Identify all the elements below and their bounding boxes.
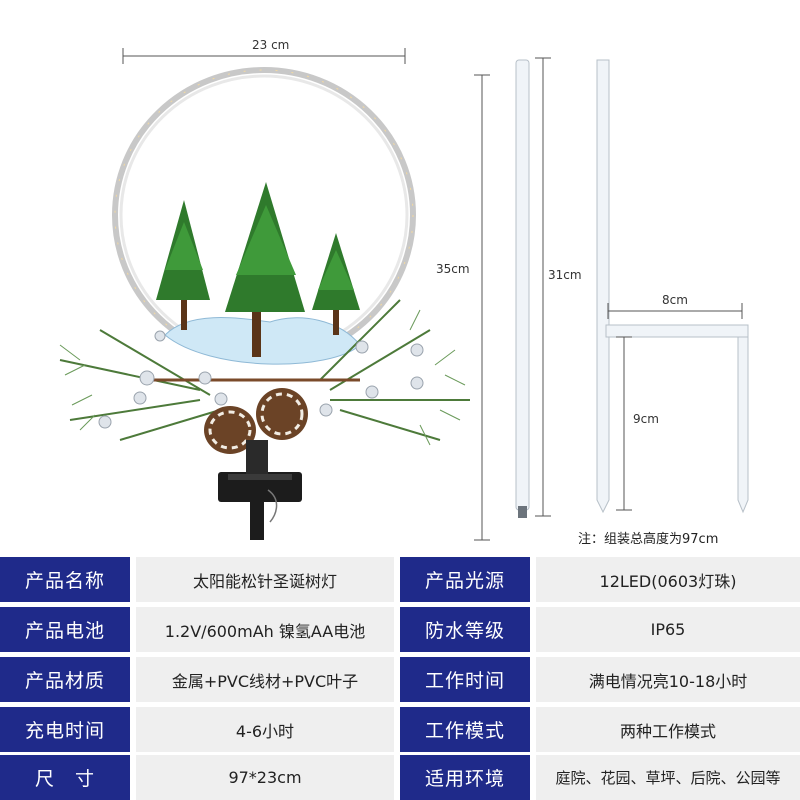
bracket-stake <box>596 59 749 514</box>
bracket-width-label: 8cm <box>662 293 688 307</box>
bracket-height-dimension-line <box>616 336 632 511</box>
silver-berries <box>98 330 424 429</box>
pine-tree-right <box>312 233 360 335</box>
spec-key: 产品光源 <box>400 557 530 602</box>
spec-value: 12LED(0603灯珠) <box>536 557 800 602</box>
pole-length-dimension-line <box>535 57 551 517</box>
bracket-width-dimension-line <box>607 303 743 319</box>
snow-base <box>164 317 361 365</box>
spec-row: 产品电池 1.2V/600mAh 镍氢AA电池 防水等级 IP65 <box>0 607 800 652</box>
spec-value: 1.2V/600mAh 镍氢AA电池 <box>136 607 394 652</box>
spec-value: 两种工作模式 <box>536 707 800 752</box>
spec-key: 防水等级 <box>400 607 530 652</box>
spec-value: 97*23cm <box>136 755 394 800</box>
pine-tree-center <box>225 182 305 357</box>
spec-value: 4-6小时 <box>136 707 394 752</box>
ring-width-label: 23 cm <box>252 38 290 52</box>
spec-value: 满电情况亮10-18小时 <box>536 657 800 702</box>
spec-key: 工作模式 <box>400 707 530 752</box>
pine-tree-left <box>156 200 210 330</box>
ring-width-dimension-line <box>122 48 406 64</box>
pole-length-label: 31cm <box>548 268 582 282</box>
spec-key: 适用环境 <box>400 755 530 800</box>
spec-row: 产品材质 金属+PVC线材+PVC叶子 工作时间 满电情况亮10-18小时 <box>0 657 800 702</box>
spec-key: 产品电池 <box>0 607 130 652</box>
straight-pole <box>515 59 530 518</box>
spec-table: 产品名称 太阳能松针圣诞树灯 产品光源 12LED(0603灯珠) 产品电池 1… <box>0 557 800 800</box>
spec-row: 产品名称 太阳能松针圣诞树灯 产品光源 12LED(0603灯珠) <box>0 557 800 602</box>
pine-needles <box>59 309 466 446</box>
spec-key: 工作时间 <box>400 657 530 702</box>
pinecones <box>204 388 308 454</box>
spec-row: 充电时间 4-6小时 工作模式 两种工作模式 <box>0 707 800 752</box>
spec-value: 金属+PVC线材+PVC叶子 <box>136 657 394 702</box>
assembly-height-note: 注：组装总高度为97cm <box>578 532 719 547</box>
spec-value: 庭院、花园、草坪、后院、公园等 <box>536 755 800 800</box>
product-image-area: 23 cm 35cm 31cm 8cm 9cm 注：组装总高度为97cm <box>59 38 749 547</box>
solar-panel-box <box>218 440 302 540</box>
spec-row: 尺 寸 97*23cm 适用环境 庭院、花园、草坪、后院、公园等 <box>0 755 800 800</box>
pine-garland <box>59 299 470 441</box>
spec-key: 产品材质 <box>0 657 130 702</box>
spec-value: IP65 <box>536 607 800 652</box>
bracket-height-label: 9cm <box>633 412 659 426</box>
spec-key: 尺 寸 <box>0 755 130 800</box>
total-height-dimension-line <box>474 74 490 541</box>
product-illustration <box>59 48 749 541</box>
spec-key: 产品名称 <box>0 557 130 602</box>
total-height-label: 35cm <box>436 262 470 276</box>
spec-key: 充电时间 <box>0 707 130 752</box>
spec-value: 太阳能松针圣诞树灯 <box>136 557 394 602</box>
